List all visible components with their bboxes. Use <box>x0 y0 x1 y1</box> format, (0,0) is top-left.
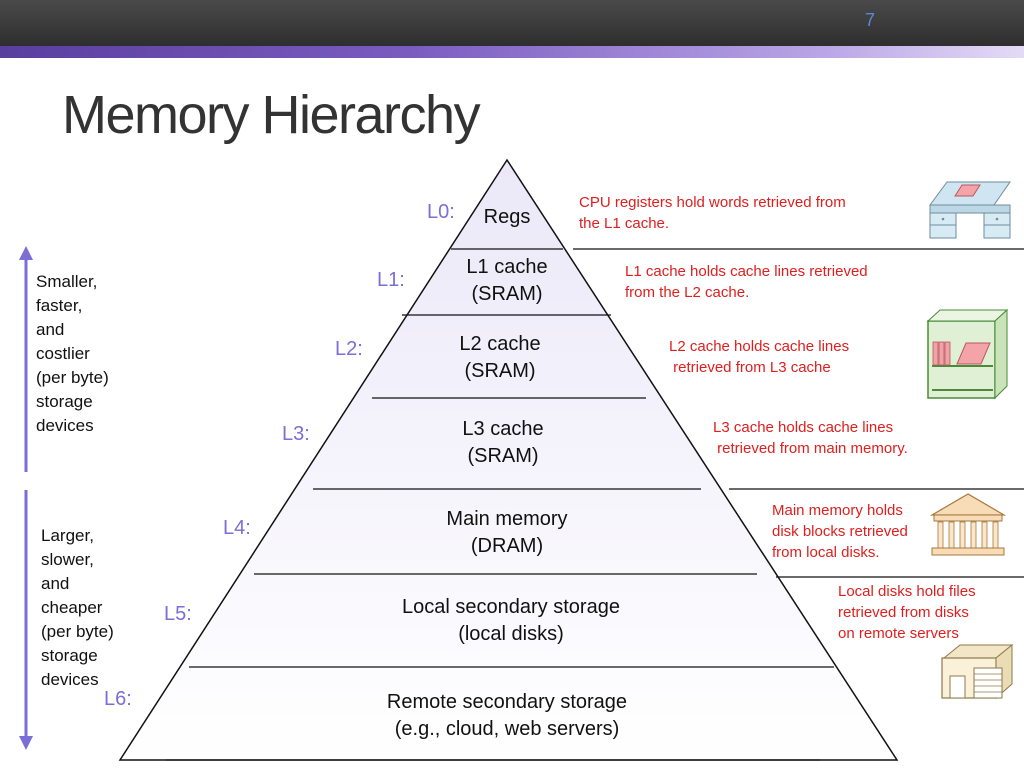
tier-label-l4: Main memory (DRAM) <box>407 506 607 560</box>
slide-title: Memory Hierarchy <box>62 85 481 145</box>
level-label-l0: L0: <box>427 201 455 223</box>
tier-label-l6: Remote secondary storage (e.g., cloud, w… <box>357 689 657 743</box>
side-line: faster, <box>36 296 83 315</box>
level-label-l3: L3: <box>282 423 310 445</box>
tier-label-l5: Local secondary storage (local disks) <box>371 594 651 648</box>
note-line: L2 cache holds cache lines <box>669 338 850 355</box>
note-line: disk blocks retrieved <box>772 523 908 540</box>
side-label-larger-slower: Larger, slower, and cheaper (per byte) s… <box>41 524 114 692</box>
tier-line: Local secondary storage <box>402 596 620 618</box>
side-label-smaller-faster: Smaller, faster, and costlier (per byte)… <box>36 270 109 438</box>
tier-line: Regs <box>483 206 531 228</box>
note-line: CPU registers hold words retrieved from <box>579 194 846 211</box>
note-l5: Local disks hold files retrieved from di… <box>838 581 976 644</box>
side-line: Smaller, <box>36 272 98 291</box>
tier-line: L3 cache <box>462 418 544 440</box>
tier-line: (local disks) <box>458 623 564 645</box>
note-l3: L3 cache holds cache lines retrieved fro… <box>713 417 908 459</box>
desk-icon <box>929 181 1011 239</box>
note-l2: L2 cache holds cache lines retrieved fro… <box>669 336 849 378</box>
larger-slower-arrow <box>19 490 33 750</box>
tier-line: (SRAM) <box>464 360 536 382</box>
slide-number: 7 <box>864 10 875 30</box>
tier-label-l0: Regs <box>447 204 567 231</box>
side-line: slower, <box>41 550 94 569</box>
tier-line: L2 cache <box>459 333 541 355</box>
side-line: Larger, <box>41 526 94 545</box>
tier-line: (DRAM) <box>470 535 544 557</box>
side-line: (per byte) <box>41 622 114 641</box>
warehouse-icon <box>941 643 1014 700</box>
tier-line: L1 cache <box>466 256 548 278</box>
tier-label-l3: L3 cache (SRAM) <box>423 416 583 470</box>
top-banner <box>0 0 1024 46</box>
note-l1: L1 cache holds cache lines retrieved fro… <box>625 261 868 303</box>
side-line: and <box>41 574 70 593</box>
note-line: from local disks. <box>772 544 880 561</box>
note-line: Main memory holds <box>772 502 903 519</box>
side-line: costlier <box>36 344 90 363</box>
tier-label-l2: L2 cache (SRAM) <box>420 331 580 385</box>
side-line: (per byte) <box>36 368 109 387</box>
side-line: storage <box>36 392 93 411</box>
note-line: retrieved from disks <box>838 604 969 621</box>
note-l0: CPU registers hold words retrieved from … <box>579 192 846 234</box>
level-label-l6: L6: <box>104 688 132 710</box>
bookshelf-icon <box>926 308 1009 400</box>
side-line: storage <box>41 646 98 665</box>
note-line: retrieved from L3 cache <box>669 359 831 376</box>
tier-line: (e.g., cloud, web servers) <box>394 718 620 740</box>
note-line: Local disks hold files <box>838 583 976 600</box>
tier-label-l1: L1 cache (SRAM) <box>427 254 587 308</box>
side-line: and <box>36 320 65 339</box>
note-line: retrieved from main memory. <box>713 440 908 457</box>
note-l4: Main memory holds disk blocks retrieved … <box>772 500 908 563</box>
note-line: on remote servers <box>838 625 959 642</box>
accent-bar <box>0 46 1024 58</box>
side-line: devices <box>41 670 99 689</box>
tier-line: (SRAM) <box>471 283 543 305</box>
note-line: L1 cache holds cache lines retrieved <box>625 263 868 280</box>
side-line: cheaper <box>41 598 103 617</box>
level-label-l2: L2: <box>335 338 363 360</box>
note-line: from the L2 cache. <box>625 284 750 301</box>
level-label-l4: L4: <box>223 517 251 539</box>
note-line: L3 cache holds cache lines <box>713 419 894 436</box>
level-label-l1: L1: <box>377 269 405 291</box>
note-line: the L1 cache. <box>579 215 670 232</box>
level-label-l5: L5: <box>164 603 192 625</box>
smaller-faster-arrow <box>19 246 33 472</box>
tier-line: (SRAM) <box>467 445 539 467</box>
tier-line: Main memory <box>446 508 568 530</box>
tier-line: Remote secondary storage <box>386 691 628 713</box>
library-icon <box>929 493 1007 556</box>
side-line: devices <box>36 416 94 435</box>
